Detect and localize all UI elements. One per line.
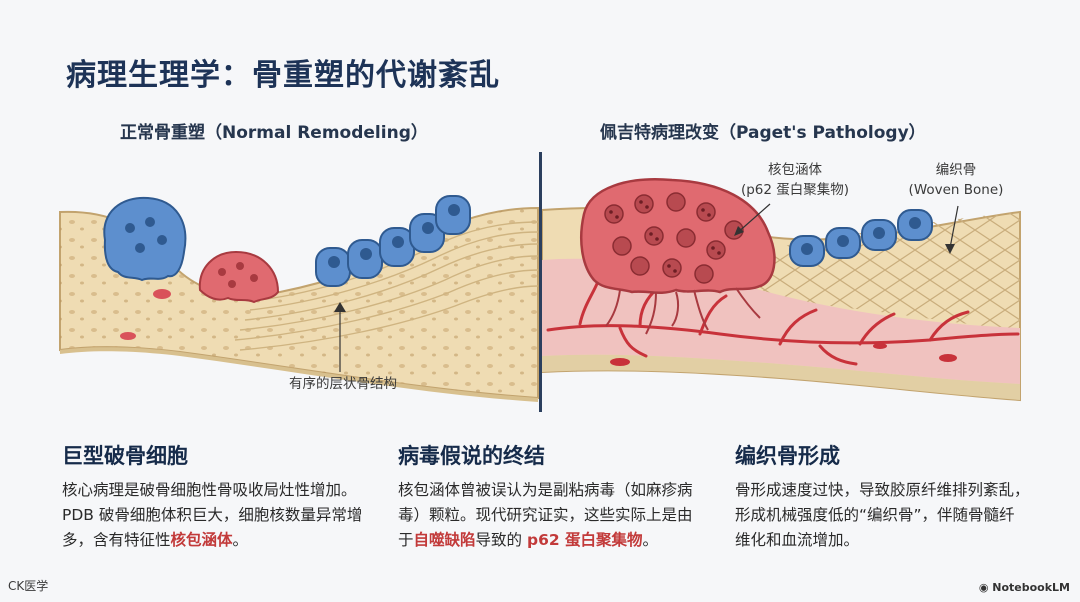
source-label: CK医学 [8, 579, 49, 593]
virus-hypothesis-heading: 病毒假说的终结 [398, 444, 545, 468]
lamellar-lines [234, 221, 539, 351]
giant-osteoclast-column: 巨型破骨细胞 核心病理是破骨细胞性骨吸收局灶性增加。PDB 破骨细胞体积巨大，细… [62, 440, 372, 553]
page-title: 病理生理学：骨重塑的代谢紊乱 [66, 58, 500, 93]
osteoclast-large-blue [103, 196, 187, 282]
notebooklm-icon: ◉ [978, 581, 993, 594]
notebooklm-logo: ◉ NotebookLM [978, 581, 1070, 594]
osteoblast-row-right [789, 209, 933, 267]
giant-osteoclast [580, 178, 776, 335]
woven-bone-text: 骨形成速度过快，导致胶原纤维排列紊乱，形成机械强度低的“编织骨”，伴随骨髓纤维化… [735, 481, 1030, 549]
osteoclast-red [198, 250, 280, 304]
panel-divider [539, 152, 542, 412]
normal-bone-section [59, 195, 539, 402]
highlight-p62-aggregates: p62 蛋白聚集物 [526, 531, 643, 549]
ordered-lamellar-label: 有序的层状骨结构 [289, 376, 397, 392]
paget-bone-section [541, 178, 1021, 402]
nuclear-inclusion-label-line2: (p62 蛋白聚集物) [740, 182, 850, 198]
virus-hypothesis-text: 核包涵体曾被误认为是副粘病毒（如麻疹病毒）颗粒。现代研究证实，这些实际上是由于自… [398, 481, 693, 549]
woven-bone-label-line2: (Woven Bone) [908, 182, 1004, 198]
nuclear-inclusion-label-line1: 核包涵体 [768, 162, 822, 178]
woven-bone-label-line1: 编织骨 [935, 162, 977, 178]
paget-pathology-heading: 佩吉特病理改变（Paget's Pathology） [600, 123, 926, 143]
giant-osteoclast-heading: 巨型破骨细胞 [62, 444, 188, 468]
woven-bone-heading: 编织骨形成 [735, 444, 840, 468]
virus-hypothesis-column: 病毒假说的终结 核包涵体曾被误认为是副粘病毒（如麻疹病毒）颗粒。现代研究证实，这… [398, 440, 698, 553]
giant-osteoclast-text: 核心病理是破骨细胞性骨吸收局灶性增加。PDB 破骨细胞体积巨大，细胞核数量异常增… [62, 481, 363, 549]
woven-bone-column: 编织骨形成 骨形成速度过快，导致胶原纤维排列紊乱，形成机械强度低的“编织骨”，伴… [735, 440, 1030, 553]
nuclear-inclusion-label: 核包涵体 (p62 蛋白聚集物) [720, 160, 870, 200]
highlight-nuclear-inclusion: 核包涵体 [170, 531, 233, 549]
normal-remodeling-heading: 正常骨重塑（Normal Remodeling） [120, 123, 428, 143]
woven-bone-label: 编织骨 (Woven Bone) [896, 160, 1016, 200]
highlight-autophagy-defect: 自噬缺陷 [413, 531, 476, 549]
